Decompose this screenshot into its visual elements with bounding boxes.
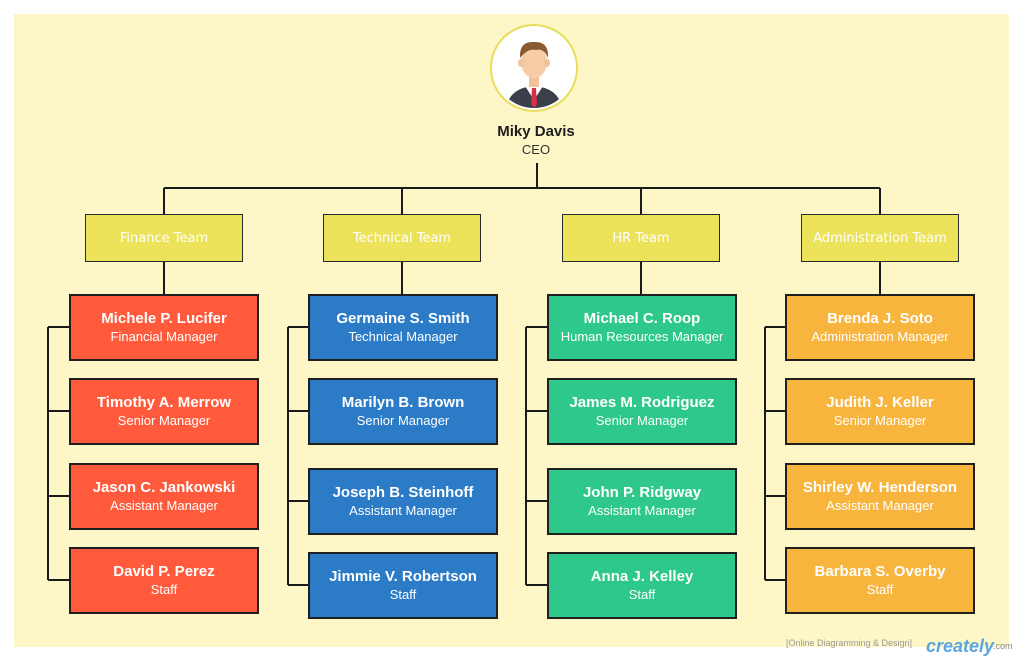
member-card: Michael C. Roop Human Resources Manager	[547, 294, 737, 361]
member-card: Barbara S. Overby Staff	[785, 547, 975, 614]
team-finance: Finance Team	[85, 214, 243, 262]
member-card: David P. Perez Staff	[69, 547, 259, 614]
member-name: Michele P. Lucifer	[101, 310, 227, 327]
member-name: James M. Rodriguez	[569, 394, 715, 411]
watermark-tld: .com	[993, 641, 1013, 651]
member-card: Germaine S. Smith Technical Manager	[308, 294, 498, 361]
member-card: Jason C. Jankowski Assistant Manager	[69, 463, 259, 530]
member-card: Marilyn B. Brown Senior Manager	[308, 378, 498, 445]
member-name: Marilyn B. Brown	[341, 394, 465, 411]
ceo-avatar-icon	[490, 24, 578, 112]
member-role: Technical Manager	[348, 329, 458, 344]
member-name: John P. Ridgway	[582, 484, 702, 501]
member-role: Assistant Manager	[588, 503, 696, 518]
member-card: Judith J. Keller Senior Manager	[785, 378, 975, 445]
member-card: Jimmie V. Robertson Staff	[308, 552, 498, 619]
member-role: Senior Manager	[595, 413, 689, 428]
member-card: Shirley W. Henderson Assistant Manager	[785, 463, 975, 530]
member-name: David P. Perez	[113, 563, 215, 580]
member-name: Anna J. Kelley	[590, 568, 694, 585]
member-card: Brenda J. Soto Administration Manager	[785, 294, 975, 361]
member-name: Barbara S. Overby	[814, 563, 946, 580]
member-role: Assistant Manager	[349, 503, 457, 518]
member-name: Judith J. Keller	[826, 394, 934, 411]
member-name: Jimmie V. Robertson	[329, 568, 477, 585]
member-name: Brenda J. Soto	[827, 310, 933, 327]
member-name: Joseph B. Steinhoff	[332, 484, 474, 501]
member-name: Michael C. Roop	[583, 310, 701, 327]
member-name: Jason C. Jankowski	[92, 479, 236, 496]
team-hr: HR Team	[562, 214, 720, 262]
ceo-title: CEO	[521, 142, 551, 157]
member-card: Michele P. Lucifer Financial Manager	[69, 294, 259, 361]
member-name: Timothy A. Merrow	[96, 394, 232, 411]
member-role: Financial Manager	[110, 329, 218, 344]
member-card: James M. Rodriguez Senior Manager	[547, 378, 737, 445]
member-role: Staff	[389, 587, 417, 602]
member-card: Timothy A. Merrow Senior Manager	[69, 378, 259, 445]
member-card: John P. Ridgway Assistant Manager	[547, 468, 737, 535]
member-role: Assistant Manager	[826, 498, 934, 513]
team-administration: Administration Team	[801, 214, 959, 262]
member-card: Joseph B. Steinhoff Assistant Manager	[308, 468, 498, 535]
member-name: Germaine S. Smith	[336, 310, 470, 327]
ceo-name: Miky Davis	[497, 123, 575, 140]
team-technical: Technical Team	[323, 214, 481, 262]
watermark-tagline: [Online Diagramming & Design]	[786, 638, 913, 648]
member-role: Staff	[866, 582, 894, 597]
member-role: Assistant Manager	[110, 498, 218, 513]
member-role: Senior Manager	[117, 413, 211, 428]
member-role: Senior Manager	[356, 413, 450, 428]
member-role: Staff	[628, 587, 656, 602]
member-role: Human Resources Manager	[560, 329, 724, 344]
member-role: Administration Manager	[811, 329, 949, 344]
watermark-logo: creately	[926, 636, 995, 656]
member-name: Shirley W. Henderson	[802, 479, 958, 496]
member-card: Anna J. Kelley Staff	[547, 552, 737, 619]
member-role: Senior Manager	[833, 413, 927, 428]
member-role: Staff	[150, 582, 178, 597]
